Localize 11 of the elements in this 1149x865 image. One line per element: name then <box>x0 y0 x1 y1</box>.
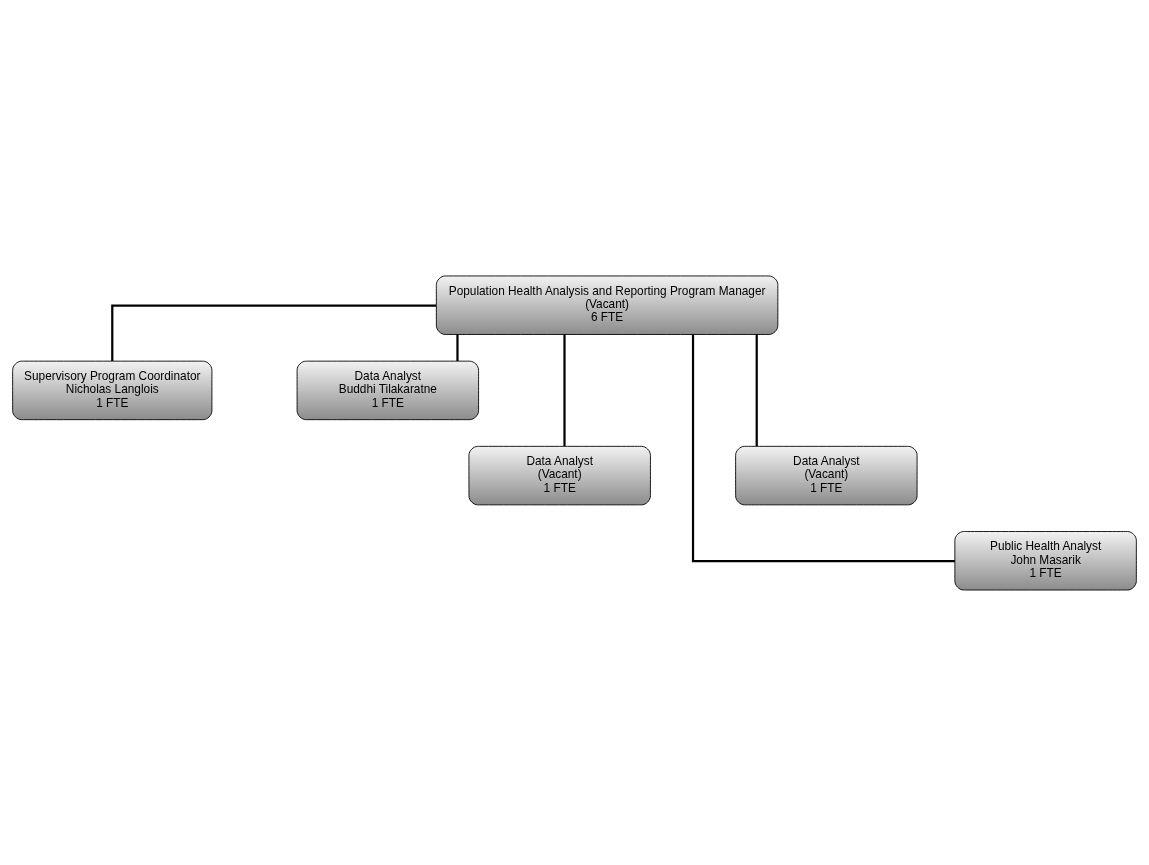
connector <box>111 303 437 361</box>
connector <box>563 334 566 446</box>
node-box: Public Health Analyst John Masarik 1 FTE <box>954 530 1137 590</box>
node-box: Population Health Analysis and Reporting Program Manager (Vacant) 6 FTE <box>435 275 779 335</box>
node-box: Data Analyst (Vacant) 1 FTE <box>468 445 651 505</box>
node-box: Data Analyst (Vacant) 1 FTE <box>735 445 918 505</box>
connector <box>691 334 955 562</box>
connector <box>456 334 459 361</box>
connector <box>755 334 758 446</box>
node-box: Data Analyst Buddhi Tilakaratne 1 FTE <box>296 360 479 420</box>
node-box: Supervisory Program Coordinator Nicholas Langlois 1 FTE <box>12 360 213 420</box>
